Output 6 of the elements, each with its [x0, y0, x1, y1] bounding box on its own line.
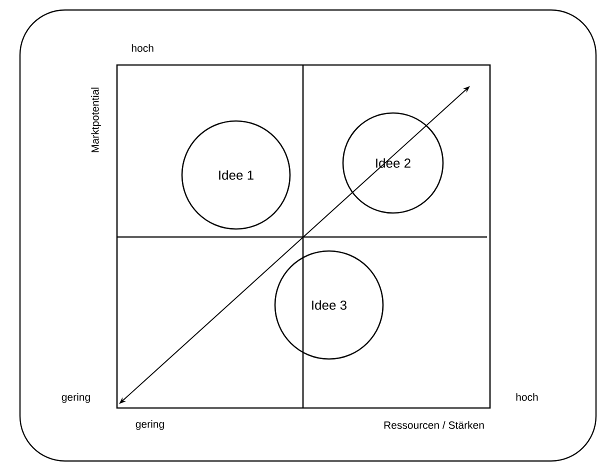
axis-label: gering [136, 420, 164, 430]
axis-label: hoch [132, 44, 154, 52]
axis-label: gering [62, 393, 90, 403]
axis-label: hoch [516, 393, 538, 401]
axis-label: Ressourcen / Stärken [384, 421, 484, 429]
axis-label: Marktpotential [91, 88, 101, 152]
